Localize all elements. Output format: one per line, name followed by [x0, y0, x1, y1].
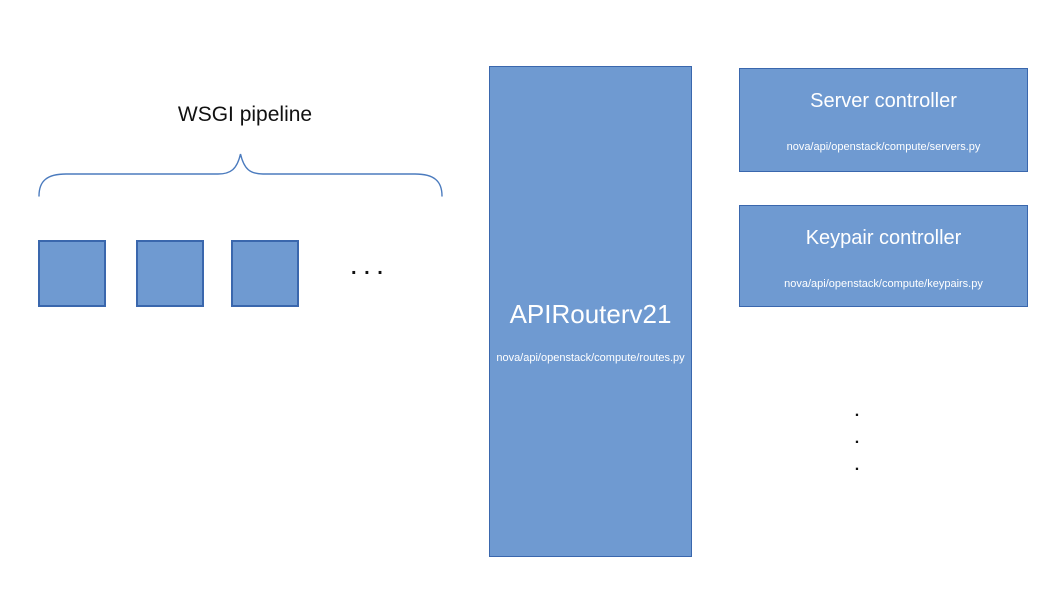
keypair-controller-path: nova/api/openstack/compute/keypairs.py	[784, 278, 983, 290]
ellipsis-dot: .	[854, 457, 860, 474]
middleware-square-3	[231, 240, 299, 307]
more-controllers-ellipsis: . . .	[850, 398, 864, 479]
wsgi-pipeline-title: WSGI pipeline	[177, 103, 313, 126]
server-controller-box: Server controller nova/api/openstack/com…	[739, 68, 1028, 172]
keypair-controller-box: Keypair controller nova/api/openstack/co…	[739, 205, 1028, 307]
api-router-box: APIRouterv21 nova/api/openstack/compute/…	[489, 66, 692, 557]
server-controller-path: nova/api/openstack/compute/servers.py	[786, 141, 981, 153]
keypair-controller-title: Keypair controller	[805, 227, 962, 249]
api-router-path: nova/api/openstack/compute/routes.py	[496, 352, 685, 364]
middleware-square-1	[38, 240, 106, 307]
server-controller-title: Server controller	[810, 90, 957, 112]
curly-brace-icon	[38, 153, 443, 197]
middleware-ellipsis: . . .	[351, 257, 384, 279]
middleware-square-2	[136, 240, 204, 307]
api-router-title: APIRouterv21	[509, 299, 672, 329]
pipeline-brace	[38, 150, 443, 197]
ellipsis-dot: .	[854, 403, 860, 420]
ellipsis-dot: .	[854, 430, 860, 447]
